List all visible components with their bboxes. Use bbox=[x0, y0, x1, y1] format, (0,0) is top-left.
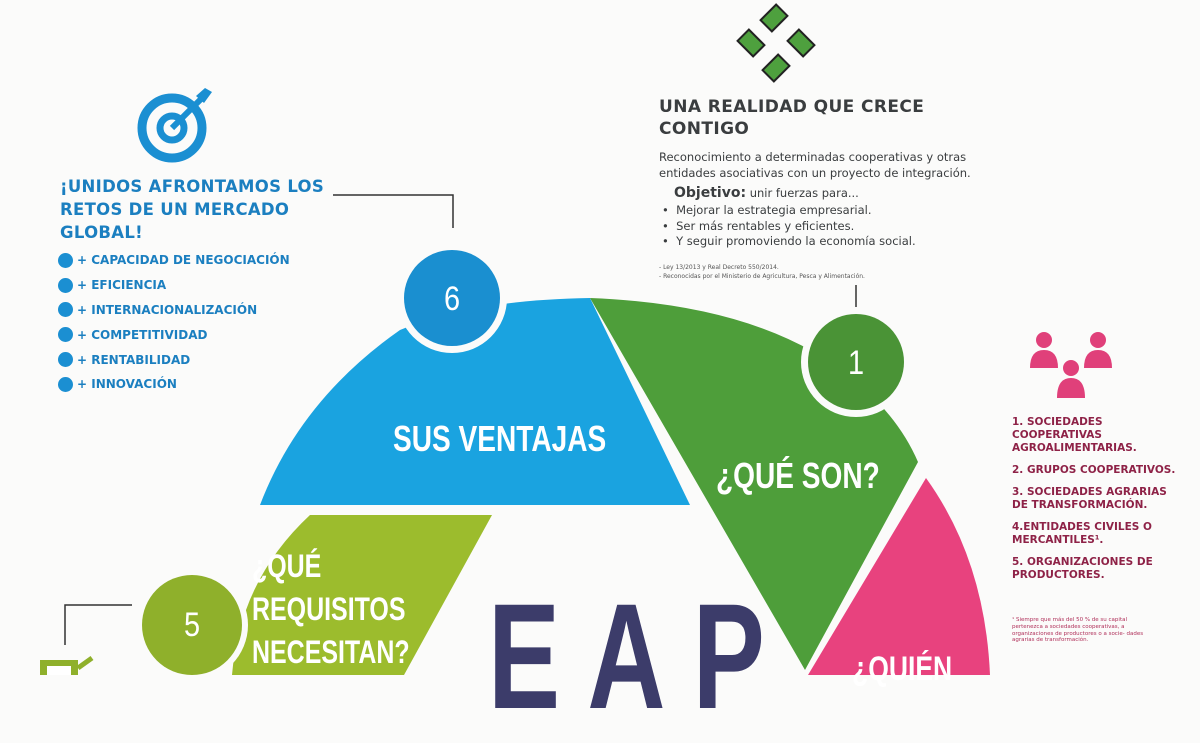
item-label: + CAPACIDAD DE NEGOCIACIÓN bbox=[77, 253, 290, 268]
bullet-dot-icon bbox=[58, 376, 73, 392]
bullet-item: • Ser más rentables y eficientes. bbox=[662, 218, 855, 233]
step-6-circle bbox=[404, 250, 500, 346]
step-number-6: 6 bbox=[443, 280, 461, 318]
item-label: + RENTABILIDAD bbox=[77, 352, 191, 367]
desc-line: entidades asociativas con un proyecto de… bbox=[659, 165, 971, 180]
note-line: - Ley 13/2013 y Real Decreto 550/2014. bbox=[659, 264, 779, 271]
bullet-text: Mejorar la estrategia empresarial. bbox=[676, 203, 872, 217]
segment-quien bbox=[808, 478, 990, 675]
title-line: GLOBAL! bbox=[60, 223, 143, 242]
what-title: UNA REALIDAD QUE CRECE CONTIGO bbox=[659, 96, 924, 140]
list-item: + COMPETITIVIDAD bbox=[58, 322, 290, 347]
title-line: CONTIGO bbox=[659, 119, 750, 139]
handshake-hands-icon bbox=[736, 3, 816, 83]
list-item: + CAPACIDAD DE NEGOCIACIÓN bbox=[58, 248, 290, 273]
objective-text: unir fuerzas para... bbox=[746, 186, 859, 200]
segment-label-ventajas: SUS VENTAJAS bbox=[393, 418, 607, 459]
desc-line: Reconocimiento a determinadas cooperativ… bbox=[659, 150, 967, 164]
line: COOPERATIVAS bbox=[1012, 429, 1102, 441]
bullet-dot-icon bbox=[58, 277, 73, 293]
line: DE TRANSFORMACIÓN. bbox=[1012, 499, 1148, 511]
label-line: ¿QUÉ bbox=[252, 548, 322, 584]
bullet-item: • Y seguir promoviendo la economía socia… bbox=[662, 234, 916, 248]
title-line: ¡UNIDOS AFRONTAMOS LOS bbox=[60, 177, 325, 196]
line: 1. SOCIEDADES bbox=[1012, 416, 1103, 428]
item-label: + INNOVACIÓN bbox=[77, 377, 177, 392]
list-item: + RENTABILIDAD bbox=[58, 347, 290, 372]
objective-bullets: • Mejorar la estrategia empresarial. • S… bbox=[662, 203, 916, 250]
step-number-1: 1 bbox=[847, 344, 865, 382]
bullet-dot-icon bbox=[58, 327, 73, 343]
eap-logo: EAP bbox=[488, 572, 793, 740]
list-item: + INNOVACIÓN bbox=[58, 372, 290, 397]
bullet-item: • Mejorar la estrategia empresarial. bbox=[662, 203, 872, 217]
what-description: Reconocimiento a determinadas cooperativ… bbox=[659, 150, 971, 181]
line: 5. ORGANIZACIONES DE bbox=[1012, 556, 1153, 568]
line: 3. SOCIEDADES AGRARIAS bbox=[1012, 486, 1167, 498]
list-item: + INTERNACIONALIZACIÓN bbox=[58, 298, 290, 323]
bullet-dot-icon bbox=[58, 252, 73, 268]
connector-line bbox=[64, 604, 132, 645]
segment-ventajas bbox=[260, 298, 690, 505]
segment-label-que-son: ¿QUÉ SON? bbox=[716, 455, 880, 496]
line: 4.ENTIDADES CIVILES O bbox=[1012, 521, 1152, 533]
step-5-circle bbox=[142, 575, 242, 675]
list-item: + EFICIENCIA bbox=[58, 273, 290, 298]
bullet-dot-icon bbox=[58, 302, 73, 318]
people-group-icon bbox=[1030, 332, 1112, 398]
target-icon bbox=[137, 88, 212, 163]
connector-line bbox=[333, 194, 454, 228]
line: MERCANTILES¹. bbox=[1012, 534, 1104, 546]
bullet-text: Y seguir promoviendo la economía social. bbox=[676, 234, 916, 248]
advantages-list: + CAPACIDAD DE NEGOCIACIÓN + EFICIENCIA … bbox=[58, 248, 290, 397]
item-label: + INTERNACIONALIZACIÓN bbox=[77, 302, 258, 317]
label-line: NECESITAN? bbox=[252, 634, 410, 670]
bullet-text: Ser más rentables y eficientes. bbox=[676, 218, 855, 233]
clipboard-check-icon bbox=[40, 655, 94, 675]
objective-label: Objetivo: bbox=[674, 185, 747, 201]
line: AGROALIMENTARIAS. bbox=[1012, 442, 1137, 454]
item-label: + COMPETITIVIDAD bbox=[77, 327, 208, 342]
title-line: RETOS DE UN MERCADO bbox=[60, 200, 290, 219]
label-line: REQUISITOS bbox=[252, 591, 406, 627]
segment-label-requisitos: ¿QUÉ REQUISITOS NECESITAN? bbox=[252, 545, 410, 674]
segment-requisitos bbox=[232, 515, 492, 675]
legal-notes: - Ley 13/2013 y Real Decreto 550/2014. -… bbox=[659, 263, 865, 281]
title-line: UNA REALIDAD QUE CRECE bbox=[659, 97, 925, 117]
segment-label-quien: ¿QUIÉN bbox=[852, 650, 953, 688]
objective: Objetivo: unir fuerzas para... bbox=[674, 185, 859, 201]
who-item: 2. GRUPOS COOPERATIVOS. bbox=[1012, 464, 1175, 477]
item-label: + EFICIENCIA bbox=[77, 278, 167, 293]
step-1-circle bbox=[808, 314, 904, 410]
line: PRODUCTORES. bbox=[1012, 569, 1105, 581]
note-line: - Reconocidas por el Ministerio de Agric… bbox=[659, 273, 865, 280]
bullet-dot-icon bbox=[58, 352, 73, 368]
step-number-5: 5 bbox=[183, 606, 201, 644]
advantages-title: ¡UNIDOS AFRONTAMOS LOS RETOS DE UN MERCA… bbox=[60, 175, 324, 244]
who-footnote: ¹ Siempre que más del 50 % de su capital… bbox=[1012, 617, 1144, 644]
wheel-diagram bbox=[40, 3, 1112, 675]
line: 2. GRUPOS COOPERATIVOS. bbox=[1012, 464, 1176, 476]
